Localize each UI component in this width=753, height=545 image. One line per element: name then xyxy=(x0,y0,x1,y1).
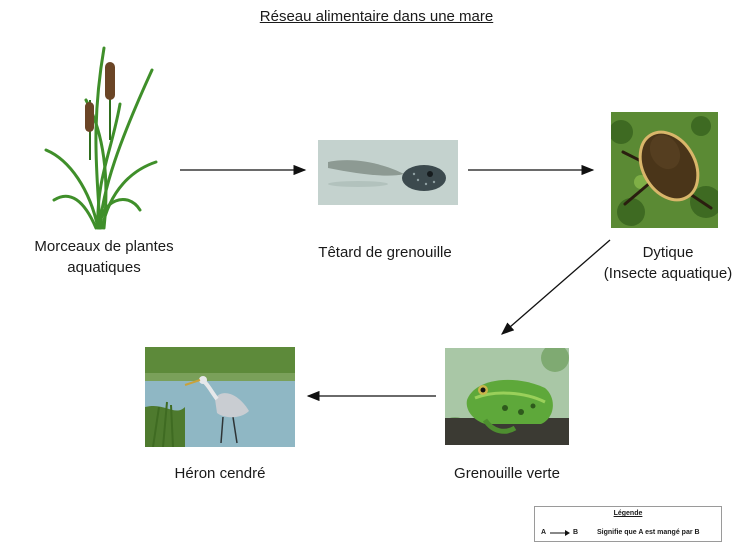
node-label-tadpole: Têtard de grenouille xyxy=(290,242,480,263)
node-label-plants: Morceaux de plantes aquatiques xyxy=(14,236,194,278)
legend-arrow-icon xyxy=(549,529,571,539)
frog-image xyxy=(445,348,569,445)
node-label-heron: Héron cendré xyxy=(140,463,300,484)
legend-meaning: Signifie que A est mangé par B xyxy=(597,529,700,536)
plants-image xyxy=(40,40,160,230)
legend-box: Légende A B Signifie que A est mangé par… xyxy=(534,506,722,542)
legend-a-symbol: A xyxy=(541,529,546,536)
node-label-frog: Grenouille verte xyxy=(425,463,589,484)
node-label-beetle: Dytique (Insecte aquatique) xyxy=(583,242,753,284)
beetle-image xyxy=(611,112,718,228)
legend-b-symbol: B xyxy=(573,529,578,536)
legend-title: Légende xyxy=(535,510,721,517)
heron-image xyxy=(145,347,295,447)
tadpole-image xyxy=(318,140,458,205)
